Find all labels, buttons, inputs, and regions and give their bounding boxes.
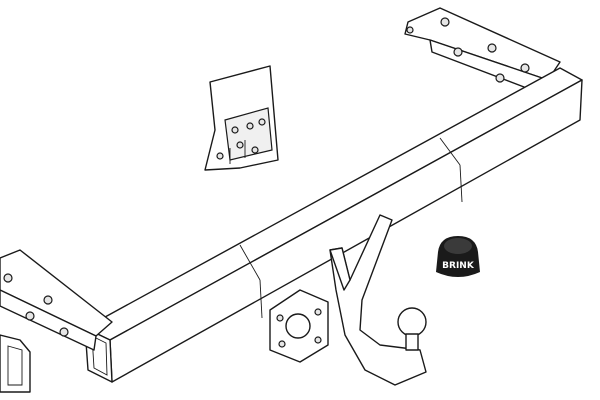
right-mounting-bracket [404, 7, 561, 96]
tow-ball-cap: BRINK [436, 236, 480, 277]
left-mounting-bracket [0, 249, 113, 393]
tow-hitch-neck [329, 214, 427, 386]
bolt-kit-bag [204, 65, 279, 171]
tow-ball [397, 307, 427, 337]
flange-plate [269, 289, 329, 363]
cross-beam [84, 67, 583, 383]
cap-logo: BRINK [442, 261, 475, 271]
